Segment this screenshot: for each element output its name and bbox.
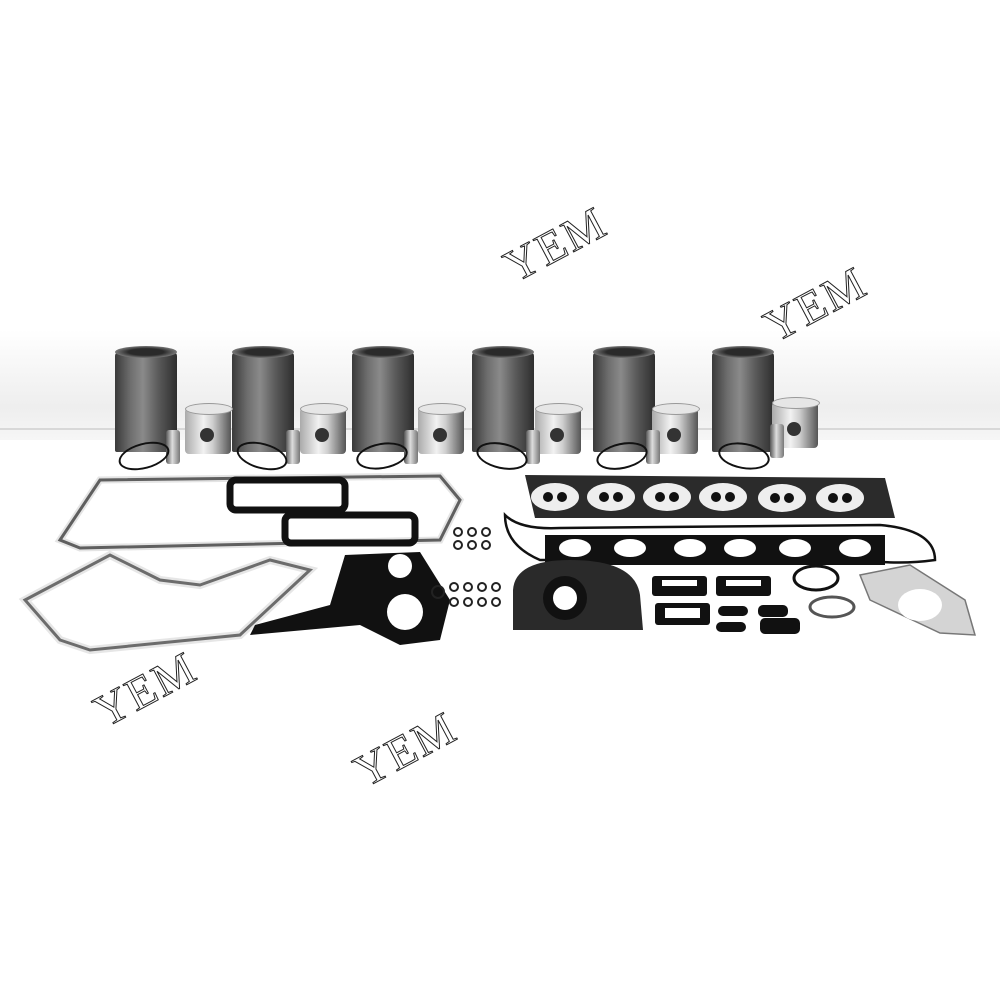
piston-pin bbox=[526, 430, 540, 464]
cylinder-liner bbox=[352, 346, 414, 452]
piston-pin bbox=[404, 430, 418, 464]
piston bbox=[535, 403, 583, 454]
piston-pin bbox=[646, 430, 660, 464]
piston bbox=[418, 403, 466, 454]
cylinder-liner bbox=[472, 346, 534, 452]
piston-pin bbox=[286, 430, 300, 464]
piston bbox=[185, 403, 233, 454]
cylinder-liner bbox=[712, 346, 774, 452]
piston-pin bbox=[770, 424, 784, 458]
piston bbox=[300, 403, 348, 454]
piston bbox=[652, 403, 700, 454]
cylinder-liner bbox=[232, 346, 294, 452]
piston-pin bbox=[166, 430, 180, 464]
cylinder-liner bbox=[593, 346, 655, 452]
